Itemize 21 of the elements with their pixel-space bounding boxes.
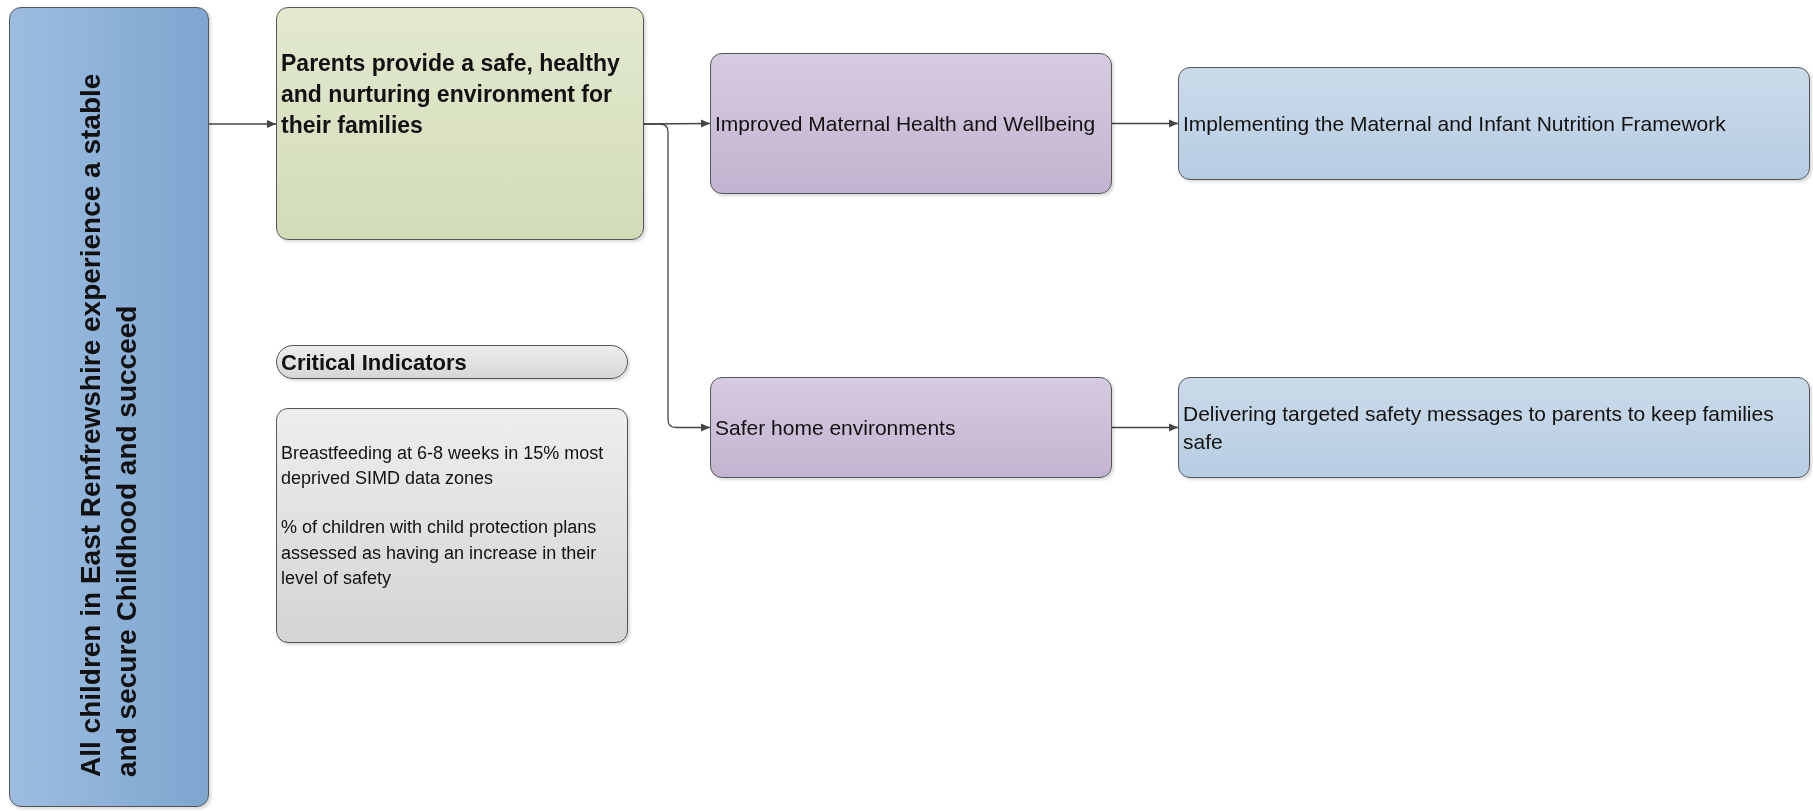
heading-pill [276, 345, 628, 379]
node-text: Delivering targeted safety messages to parents to keep families safe [1183, 401, 1775, 455]
node-text: Improved Maternal Health and Wellbeing [715, 110, 1096, 137]
arrow [208, 120, 277, 128]
goal-box [276, 7, 644, 240]
node-text: Safer home environments [715, 414, 956, 441]
indicator-text: Breastfeeding at 6-8 weeks in 15% most deprived SIMD data zones [281, 442, 605, 491]
indicator-text: % of children with child protection plans assessed as having an increase in their level of safety [281, 516, 598, 590]
node-text: Implementing the Maternal and Infant Nutrition Framework [1183, 110, 1726, 137]
goal-text: Parents provide a safe, healthy and nurturing environment for their families [281, 49, 621, 141]
indicator-box [276, 408, 628, 643]
arrow [643, 123, 711, 432]
outcome-box [710, 53, 1112, 194]
arrow [1111, 119, 1179, 128]
arrow [1111, 423, 1179, 432]
action-box [1178, 377, 1810, 478]
outcome-box [710, 377, 1112, 478]
heading-text: Critical Indicators [281, 348, 467, 377]
outcome-box [9, 7, 209, 807]
action-box [1178, 67, 1810, 180]
outcome-text: All children in East Renfrewshire experience a stable and secure Childhood and succeed [73, 72, 143, 777]
